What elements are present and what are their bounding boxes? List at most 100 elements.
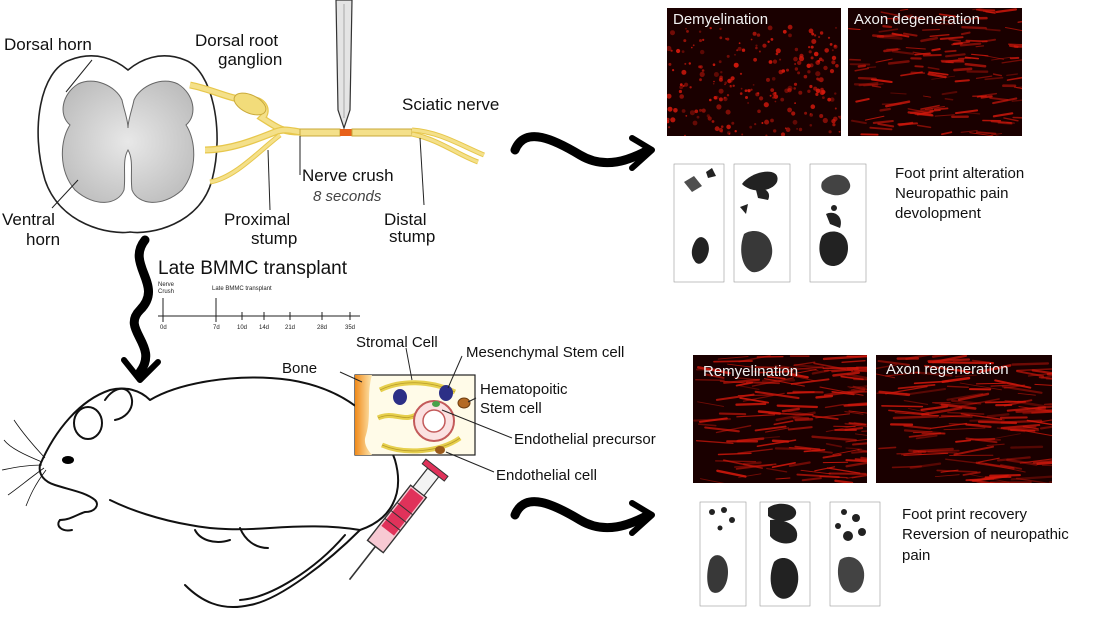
fluorescence-fiber bbox=[867, 66, 877, 68]
fluorescence-fiber bbox=[976, 8, 996, 12]
fluorescence-fiber bbox=[905, 47, 926, 50]
fluorescence-fiber bbox=[815, 413, 851, 419]
label-stromal-cell: Stromal Cell bbox=[356, 334, 438, 351]
fluorescence-fiber bbox=[1008, 43, 1022, 46]
fluorescence-fiber bbox=[946, 385, 969, 388]
fluorescence-dot bbox=[831, 119, 836, 124]
fluorescence-fiber bbox=[854, 370, 867, 373]
fluorescence-dot bbox=[822, 96, 825, 99]
fluorescence-fiber bbox=[996, 456, 1031, 462]
fluorescence-fiber bbox=[717, 452, 752, 456]
fluorescence-dot bbox=[733, 62, 739, 68]
panel-remyelination: Remyelination bbox=[693, 355, 867, 483]
fluorescence-fiber bbox=[922, 28, 940, 31]
fluorescence-dot bbox=[781, 69, 786, 73]
fluorescence-fiber bbox=[735, 463, 777, 470]
fluorescence-fiber bbox=[991, 133, 1003, 136]
fluorescence-fiber bbox=[921, 406, 963, 416]
fluorescence-dot bbox=[779, 58, 782, 61]
fluorescence-fiber bbox=[733, 464, 773, 468]
fluorescence-dot bbox=[770, 38, 774, 41]
fluorescence-dot bbox=[685, 115, 688, 117]
fluorescence-fiber bbox=[774, 364, 819, 372]
label-hsc-line2: Stem cell bbox=[480, 400, 542, 417]
label-msc: Mesenchymal Stem cell bbox=[466, 344, 625, 361]
label-hsc-line1: Hematopoitic bbox=[480, 381, 568, 398]
fluorescence-fiber bbox=[927, 451, 958, 454]
fluorescence-fiber bbox=[815, 394, 834, 399]
timeline-tick-0: 0d bbox=[160, 325, 167, 331]
fluorescence-dot bbox=[771, 77, 776, 81]
panel-demyelination-title: Demyelination bbox=[673, 11, 769, 28]
fluorescence-dot bbox=[794, 102, 796, 104]
fluorescence-fiber bbox=[695, 440, 734, 445]
fluorescence-dot bbox=[683, 39, 687, 43]
fluorescence-dot bbox=[691, 46, 693, 49]
fluorescence-fiber bbox=[1006, 458, 1038, 466]
fluorescence-fiber bbox=[938, 13, 957, 18]
fluorescence-fiber bbox=[986, 443, 1005, 447]
fluorescence-fiber bbox=[789, 373, 809, 379]
label-nerve-crush: Nerve crush bbox=[302, 166, 394, 185]
fluorescence-fiber bbox=[887, 60, 910, 65]
fluorescence-dot bbox=[750, 88, 753, 91]
fluorescence-dot bbox=[720, 71, 723, 74]
fluorescence-dot bbox=[775, 52, 779, 56]
fluorescence-dot bbox=[692, 44, 695, 47]
fluorescence-fiber bbox=[705, 373, 725, 379]
fluorescence-dot bbox=[819, 31, 824, 35]
fluorescence-dot bbox=[796, 128, 798, 130]
fluorescence-dot bbox=[799, 53, 804, 58]
fluorescence-dot bbox=[741, 133, 744, 136]
fluorescence-dot bbox=[830, 97, 835, 102]
fluorescence-dot bbox=[758, 50, 761, 53]
fluorescence-dot bbox=[724, 81, 727, 84]
fluorescence-dot bbox=[741, 48, 746, 52]
fluorescence-fiber bbox=[1038, 376, 1052, 380]
fluorescence-fiber bbox=[959, 17, 980, 21]
fluorescence-dot bbox=[839, 115, 841, 119]
fluorescence-fiber bbox=[743, 461, 762, 466]
fluorescence-fiber bbox=[944, 49, 957, 53]
crush-forceps bbox=[335, 0, 353, 130]
fluorescence-dot bbox=[744, 89, 748, 92]
fluorescence-fiber bbox=[854, 458, 867, 461]
fluorescence-dot bbox=[719, 27, 722, 31]
timeline-tick-1: 7d bbox=[213, 325, 220, 331]
fluorescence-dot bbox=[818, 35, 821, 39]
fluorescence-fiber bbox=[994, 379, 1032, 389]
fluorescence-fiber bbox=[941, 131, 953, 136]
fluorescence-fiber bbox=[989, 96, 1009, 101]
fluorescence-fiber bbox=[756, 439, 797, 448]
fluorescence-dot bbox=[793, 82, 798, 86]
fluorescence-dot bbox=[685, 27, 687, 30]
fluorescence-dot bbox=[793, 87, 796, 90]
fluorescence-fiber bbox=[958, 398, 1000, 408]
fluorescence-fiber bbox=[790, 378, 830, 385]
label-endothelial-cell: Endothelial cell bbox=[496, 467, 597, 484]
fluorescence-fiber bbox=[1026, 419, 1052, 426]
fluorescence-fiber bbox=[1043, 403, 1052, 406]
fluorescence-dot bbox=[684, 134, 686, 136]
fluorescence-fiber bbox=[715, 424, 752, 434]
fluorescence-fiber bbox=[878, 390, 911, 397]
fluorescence-dot bbox=[739, 92, 743, 95]
fluorescence-fiber bbox=[1006, 76, 1022, 81]
fluorescence-fiber bbox=[922, 53, 942, 57]
fluorescence-dot bbox=[698, 65, 701, 69]
fluorescence-dot bbox=[773, 129, 777, 133]
fluorescence-fiber bbox=[882, 25, 893, 29]
timeline-tick-2: 10d bbox=[237, 325, 248, 331]
fluorescence-dot bbox=[712, 63, 716, 66]
fluorescence-fiber bbox=[975, 131, 997, 135]
fluorescence-fiber bbox=[946, 392, 984, 401]
fluorescence-fiber bbox=[786, 391, 815, 395]
fluorescence-fiber bbox=[737, 448, 773, 454]
fluorescence-dot bbox=[668, 62, 672, 66]
fluorescence-fiber bbox=[758, 370, 794, 374]
fluorescence-dot bbox=[834, 92, 837, 95]
fluorescence-fiber bbox=[964, 62, 987, 68]
fluorescence-fiber bbox=[915, 434, 938, 440]
fluorescence-dot bbox=[699, 71, 705, 77]
fluorescence-fiber bbox=[914, 65, 924, 68]
